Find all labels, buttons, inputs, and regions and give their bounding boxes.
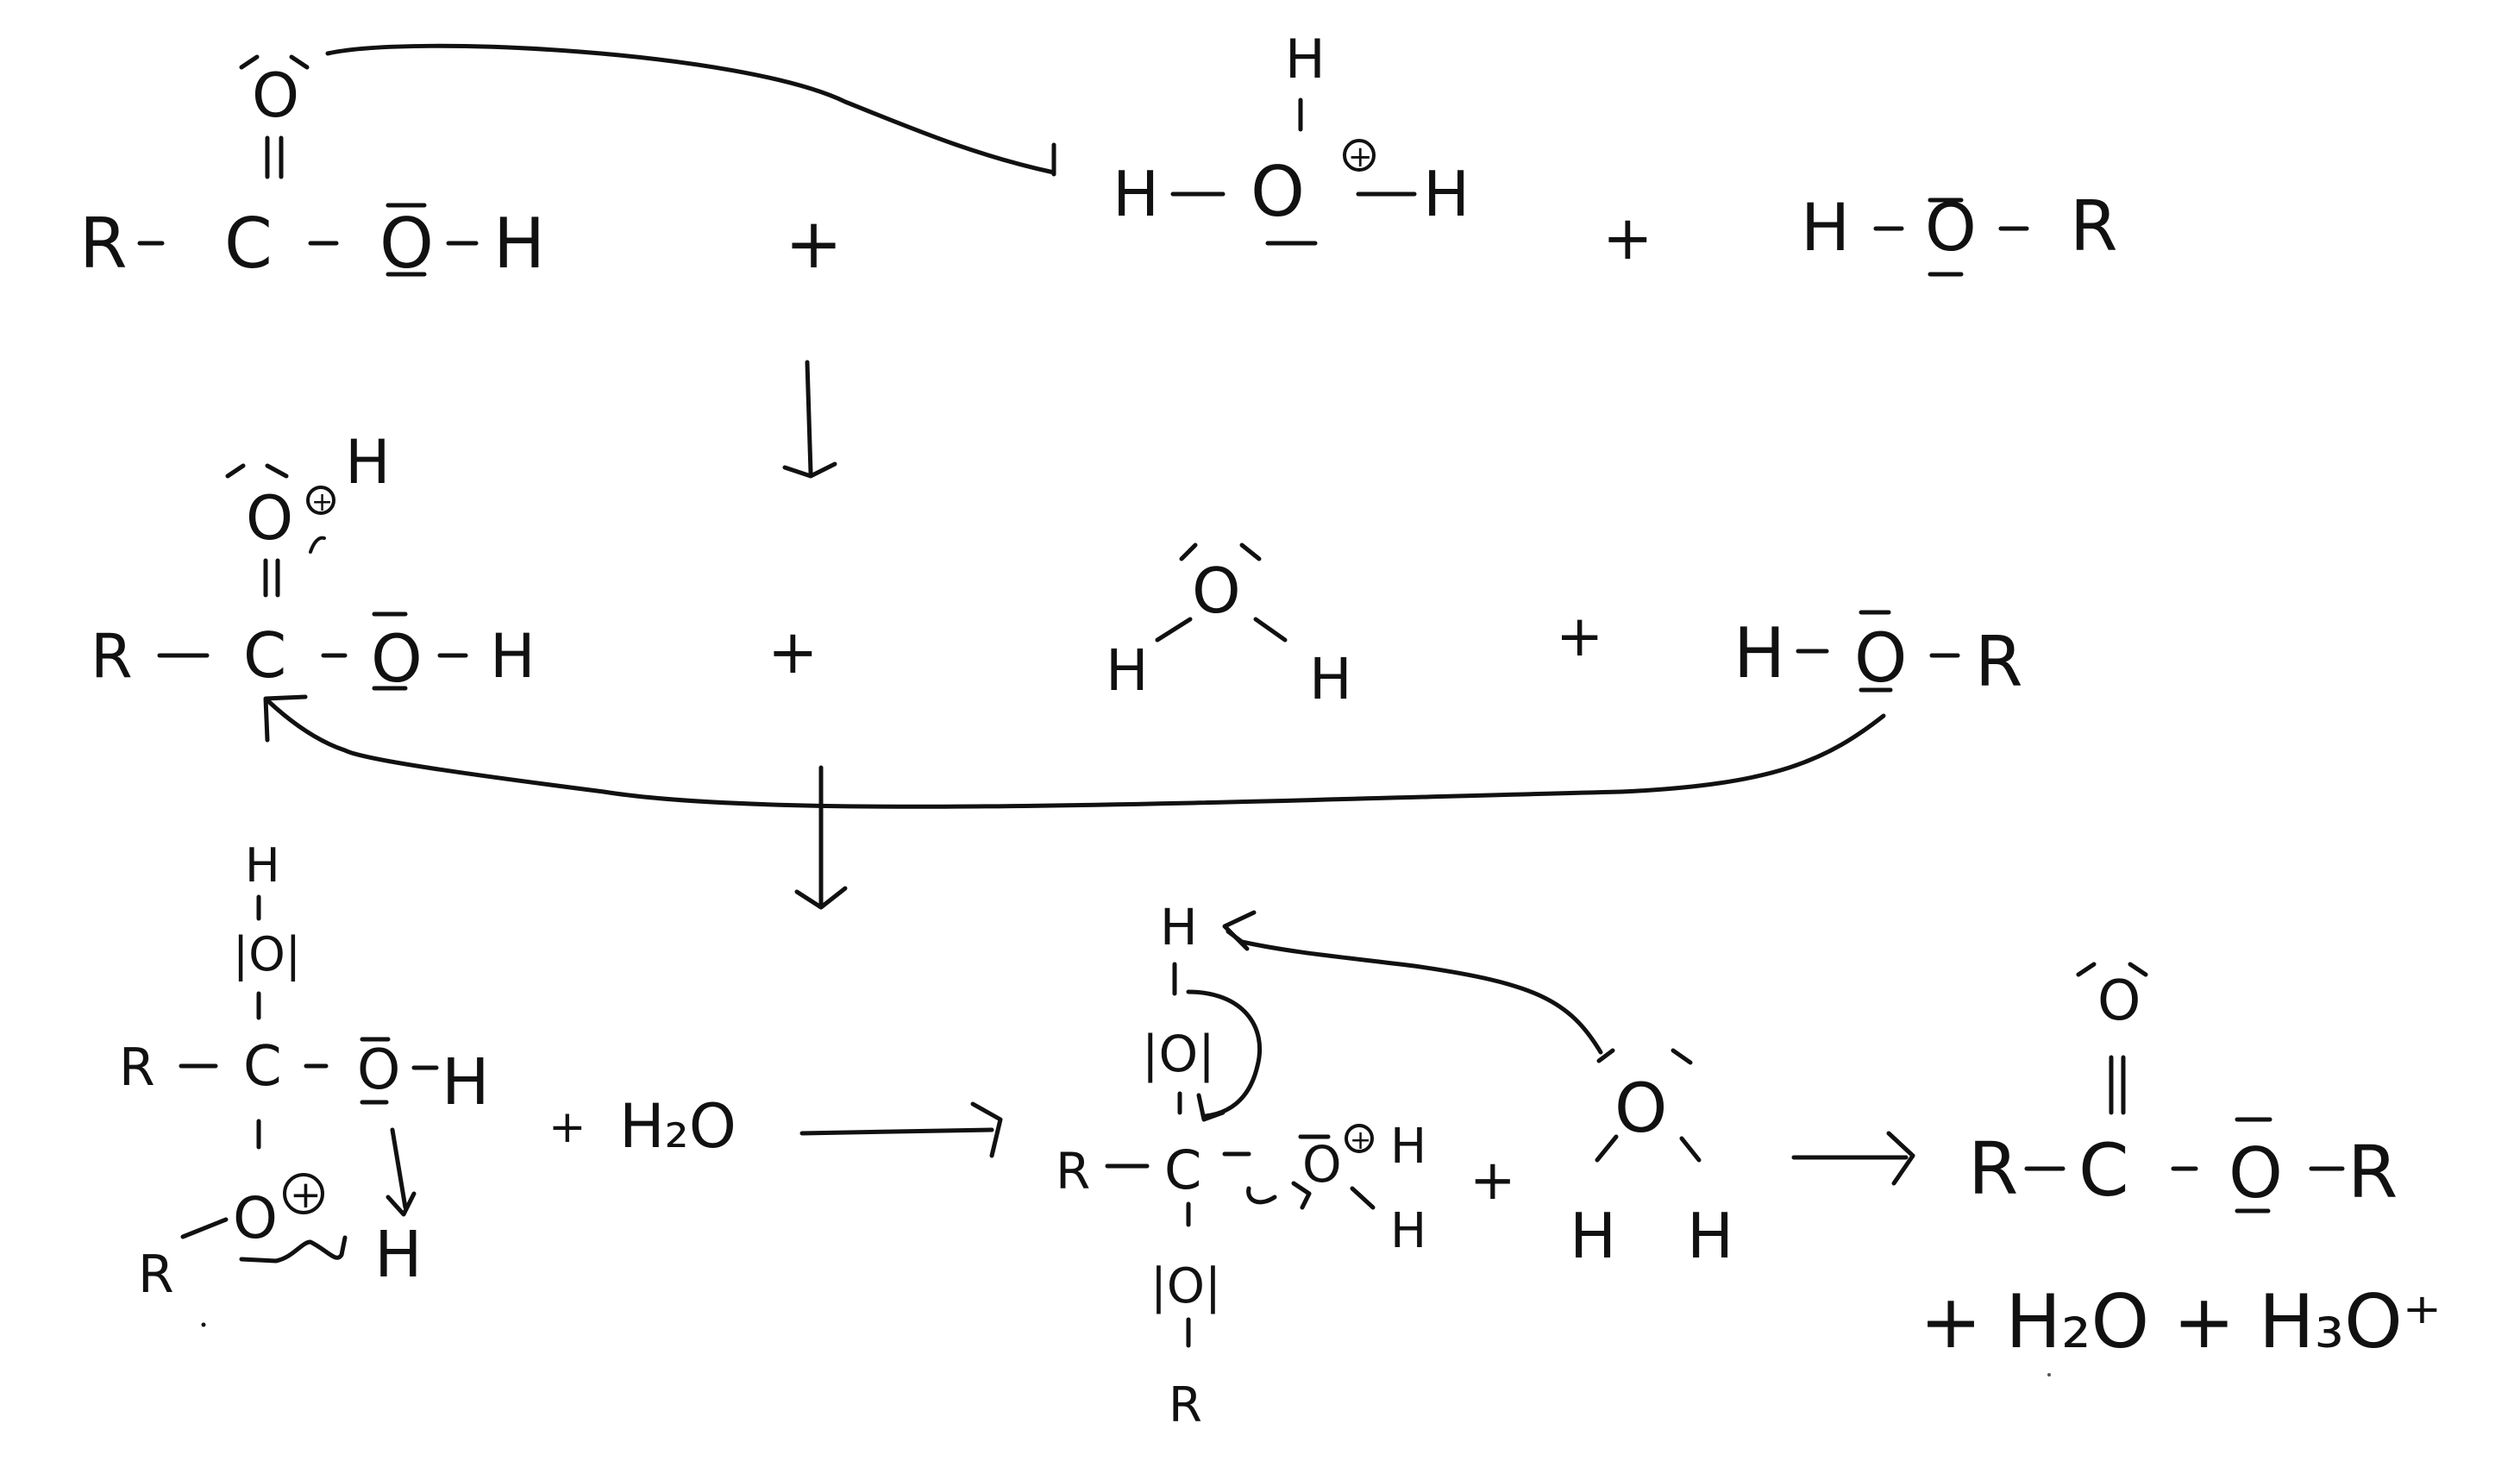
ester-product: O R C O R xyxy=(1968,962,2398,1214)
tet4-r: R xyxy=(1056,1142,1090,1201)
alcohol2-o: O xyxy=(1854,620,1907,698)
alcohol2-r: R xyxy=(1975,622,2023,702)
plus-step1-b: + xyxy=(1602,203,1653,273)
cation-h: H xyxy=(490,621,536,692)
ester-r-right: R xyxy=(2348,1130,2398,1214)
tet4-h-top: H xyxy=(1160,898,1198,956)
carboxylic-acid-step1: R C O H O xyxy=(79,54,545,284)
tet4-h-right-bottom: H xyxy=(1390,1203,1426,1259)
cation-r: R xyxy=(91,621,133,692)
cation-o-hydroxyl: O xyxy=(371,620,423,697)
plus-step2-a: + xyxy=(768,617,818,687)
acid-r: R xyxy=(79,204,128,284)
arrow-protonation xyxy=(325,43,1056,175)
ester-o-top: O xyxy=(2097,969,2141,1033)
tetrahedral-intermediate-step3: H |O| R C O H O + R H xyxy=(119,838,490,1305)
tet3-o-right: O xyxy=(357,1038,400,1102)
hydronium-charge: + xyxy=(1348,140,1373,174)
tet3-h-right: H xyxy=(442,1045,490,1119)
tet3-o-top: |O| xyxy=(233,927,301,981)
tet4-o-right: O xyxy=(1302,1135,1342,1194)
tet3-c: C xyxy=(243,1035,282,1099)
ester-r: R xyxy=(1968,1126,2018,1211)
water4-h-right: H xyxy=(1687,1200,1733,1272)
hydronium-step1: H H O + H xyxy=(1113,28,1470,246)
stray-mark xyxy=(2047,1373,2051,1377)
tet4-r-bottom: R xyxy=(1169,1377,1202,1433)
acid-o-carbonyl: O xyxy=(252,60,299,131)
tet4-h-right-top: H xyxy=(1390,1119,1426,1175)
tet3-r-bottom: R xyxy=(138,1245,174,1305)
tet3-r: R xyxy=(119,1038,155,1098)
alcohol1-r: R xyxy=(2070,186,2118,267)
arrow-nucleophilic-attack xyxy=(265,698,1886,809)
arrow-deprotonation xyxy=(1226,929,1603,1055)
protonated-acid-step2: R C O H O + H xyxy=(91,427,536,697)
alcohol-step1: H O R xyxy=(1801,186,2118,277)
hydronium-h-right: H xyxy=(1423,158,1470,230)
tetrahedral-intermediate-step4: H |O| R C O + H H |O| R xyxy=(1056,898,1426,1433)
water4-o: O xyxy=(1614,1070,1667,1148)
alcohol2-h: H xyxy=(1733,613,1785,693)
tet4-charge: + xyxy=(1350,1126,1371,1156)
alcohol1-h: H xyxy=(1801,189,1850,266)
reaction-arrow-down-1 xyxy=(782,360,837,479)
plus-step1-a: + xyxy=(785,204,843,284)
tet3-o-bottom: O xyxy=(233,1185,278,1251)
hydronium-h-top: H xyxy=(1285,28,1326,91)
water2-h-right: H xyxy=(1309,646,1352,712)
ester-c: C xyxy=(2078,1128,2129,1213)
cation-charge: + xyxy=(311,487,333,517)
acid-h: H xyxy=(493,204,545,284)
cation-c: C xyxy=(243,619,286,692)
water-step2: O H H xyxy=(1106,542,1352,712)
tet3-charge: + xyxy=(290,1173,322,1217)
water-step3: H₂O xyxy=(619,1091,737,1162)
reaction-arrow-right-2 xyxy=(1791,1131,1915,1186)
hydronium-o: O xyxy=(1251,152,1305,232)
ester-o: O xyxy=(2229,1133,2283,1213)
reaction-arrow-down-2 xyxy=(794,765,848,910)
byproducts: + H₂O + H₃O⁺ xyxy=(1920,1279,2442,1365)
plus-step4: + xyxy=(1470,1149,1516,1213)
tet4-o-top: |O| xyxy=(1142,1025,1215,1083)
plus-step3: + xyxy=(549,1101,586,1153)
water4-h-left: H xyxy=(1570,1200,1616,1272)
reaction-arrow-right-1 xyxy=(799,1101,1003,1158)
tet4-c: C xyxy=(1164,1138,1201,1201)
tet3-h-top: H xyxy=(245,838,280,893)
water2-h-left: H xyxy=(1106,637,1149,704)
water-step4: O H H xyxy=(1570,1048,1733,1272)
cation-h-top: H xyxy=(345,427,391,498)
stray-mark xyxy=(201,1322,206,1327)
acid-c: C xyxy=(224,204,273,284)
water2-o: O xyxy=(1192,555,1241,627)
hydronium-h-left: H xyxy=(1113,158,1159,230)
plus-step2-b: + xyxy=(1556,603,1603,669)
acid-o-hydroxyl: O xyxy=(379,204,434,284)
cation-o-top: O xyxy=(246,483,293,554)
tet4-o-bottom: |O| xyxy=(1150,1258,1221,1314)
alcohol-step2: H O R xyxy=(1733,610,2023,702)
tet3-h-bottom: H xyxy=(374,1218,423,1292)
